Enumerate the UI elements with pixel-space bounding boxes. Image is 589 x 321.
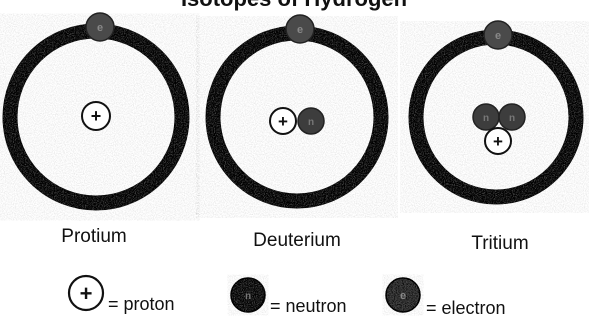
proton: +: [82, 102, 110, 130]
atom-deuterium: e + n Deuterium: [213, 15, 381, 251]
atom-tritium: e n n + Tritium: [416, 21, 576, 254]
electron-symbol: e: [495, 30, 501, 42]
legend-proton-label: = proton: [108, 294, 175, 314]
orbit-ring: [213, 33, 381, 201]
atom-label: Protium: [61, 226, 126, 247]
proton-symbol: +: [493, 132, 503, 151]
legend-neutron-symbol: n: [245, 291, 251, 302]
electron: e: [484, 21, 512, 49]
proton-symbol: +: [278, 112, 288, 131]
legend-electron-symbol: e: [400, 290, 406, 302]
neutron: n: [298, 108, 324, 134]
neutron-symbol: n: [483, 113, 489, 124]
atom-label: Tritium: [471, 233, 528, 254]
legend-item-electron: e = electron: [386, 278, 506, 318]
atom-protium: e + Protium: [10, 13, 182, 247]
atom-label: Deuterium: [253, 230, 341, 251]
electron: e: [286, 15, 314, 43]
proton-symbol: +: [91, 106, 102, 126]
electron-symbol: e: [97, 22, 103, 34]
diagram-title: Isotopes of Hydrogen: [181, 0, 407, 11]
legend-electron-label: = electron: [426, 298, 506, 318]
neutron-symbol: n: [308, 117, 314, 128]
legend-neutron-label: = neutron: [270, 296, 347, 316]
neutron-symbol: n: [509, 113, 515, 124]
legend: + = proton n = neutron e = electron: [69, 276, 506, 318]
electron-symbol: e: [297, 24, 303, 36]
neutron: n: [499, 104, 525, 130]
proton: +: [485, 128, 511, 154]
legend-item-neutron: n = neutron: [231, 278, 347, 316]
proton: +: [270, 108, 296, 134]
neutron: n: [473, 104, 499, 130]
legend-proton-symbol: +: [80, 281, 93, 306]
legend-item-proton: + = proton: [69, 276, 175, 314]
electron: e: [86, 13, 114, 41]
